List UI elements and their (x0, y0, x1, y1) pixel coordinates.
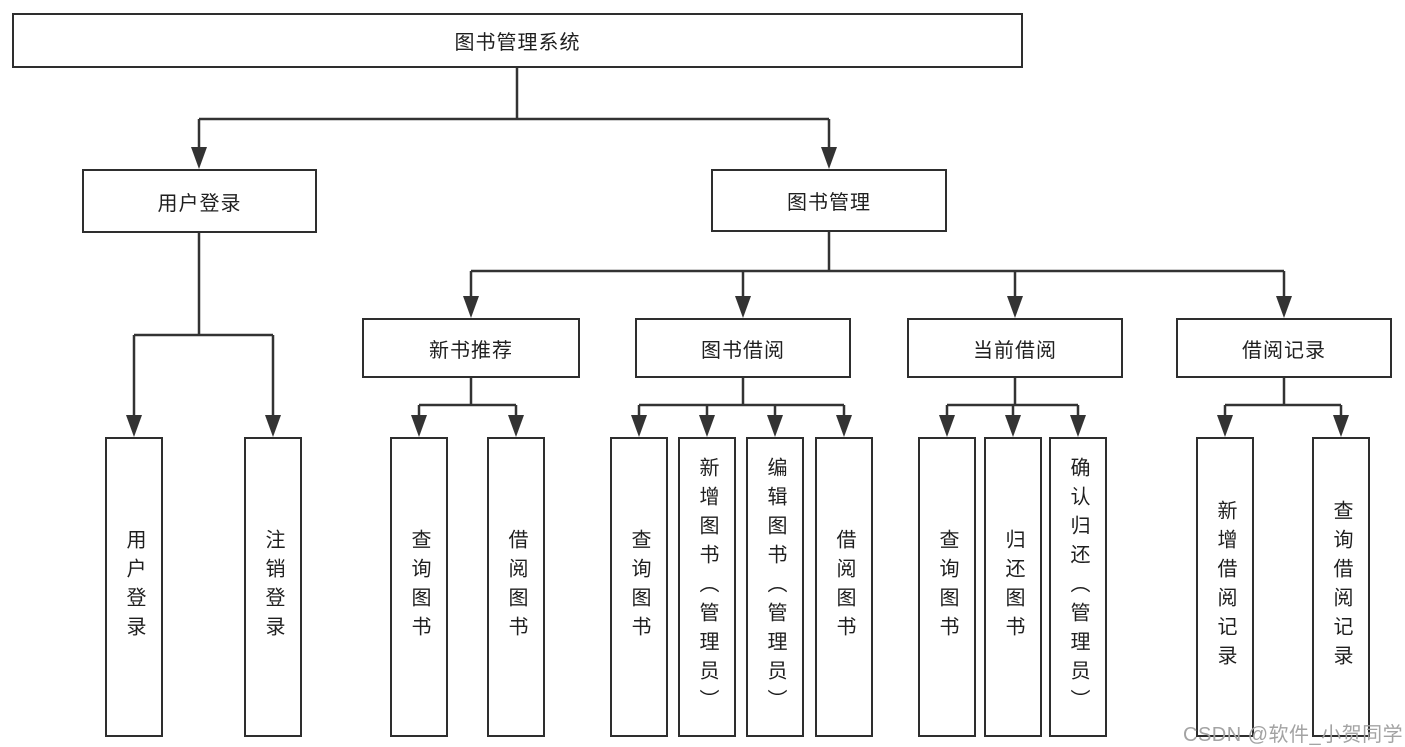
node-user-login: 用户登录 (82, 169, 317, 233)
node-current-borrowing: 当前借阅 (907, 318, 1123, 378)
leaf-add-books-admin: 新增图书（管理员） (678, 437, 736, 737)
leaf-label: 查询借阅记录 (1330, 500, 1352, 674)
arrowhead (767, 415, 783, 437)
leaf-label: 注销登录 (262, 529, 284, 645)
node-book-management: 图书管理 (711, 169, 947, 232)
edge-new-book-rec (417, 378, 518, 416)
leaf-label: 借阅图书 (833, 529, 855, 645)
leaf-query-books: 查询图书 (610, 437, 668, 737)
leaf-label: 确认归还（管理员） (1067, 456, 1089, 718)
node-label: 借阅记录 (1242, 339, 1326, 362)
edge-book-mgmt (469, 232, 1286, 296)
arrowhead (1333, 415, 1349, 437)
arrowhead (699, 415, 715, 437)
leaf-edit-books-admin: 编辑图书（管理员） (746, 437, 804, 737)
leaf-label: 查询图书 (936, 529, 958, 645)
leaf-label: 归还图书 (1002, 529, 1024, 645)
node-label: 图书管理系统 (454, 32, 581, 54)
arrowhead (411, 415, 427, 437)
node-borrow-records: 借阅记录 (1176, 318, 1392, 378)
edge-current-borrow (945, 378, 1080, 416)
leaf-query-books: 查询图书 (390, 437, 448, 737)
node-label: 图书管理 (787, 192, 871, 214)
arrowhead (463, 296, 479, 318)
edge-borrow-record (1223, 378, 1343, 416)
leaf-add-borrow-record: 新增借阅记录 (1196, 437, 1254, 737)
leaf-query-borrow-record: 查询借阅记录 (1312, 437, 1370, 737)
arrowhead (265, 415, 281, 437)
leaf-return-books: 归还图书 (984, 437, 1042, 737)
edge-root (197, 68, 831, 149)
arrowhead (1217, 415, 1233, 437)
leaf-label: 编辑图书（管理员） (764, 456, 786, 718)
leaf-label: 新增借阅记录 (1214, 500, 1236, 674)
csdn-watermark: CSDN @软件_小贺同学 (1183, 724, 1404, 746)
leaf-label: 查询图书 (408, 529, 430, 645)
leaf-confirm-return-admin: 确认归还（管理员） (1049, 437, 1107, 737)
arrowhead (836, 415, 852, 437)
node-label: 新书推荐 (429, 339, 513, 362)
arrowhead (1070, 415, 1086, 437)
leaf-borrow-books: 借阅图书 (815, 437, 873, 737)
arrowhead (821, 147, 837, 169)
leaf-user-login: 用户登录 (105, 437, 163, 737)
edge-user-login (132, 233, 275, 415)
arrowhead (1276, 296, 1292, 318)
node-book-borrowing: 图书借阅 (635, 318, 851, 378)
arrowhead (508, 415, 524, 437)
node-label: 当前借阅 (973, 339, 1057, 362)
arrowhead (631, 415, 647, 437)
leaf-query-books: 查询图书 (918, 437, 976, 737)
arrowhead (191, 147, 207, 169)
leaf-borrow-books: 借阅图书 (487, 437, 545, 737)
leaf-label: 新增图书（管理员） (696, 456, 718, 718)
node-new-book-recommend: 新书推荐 (362, 318, 580, 378)
arrowhead (126, 415, 142, 437)
node-label: 图书借阅 (701, 339, 785, 362)
leaf-label: 用户登录 (123, 529, 145, 645)
node-library-management-system: 图书管理系统 (12, 13, 1023, 68)
arrowhead (1007, 296, 1023, 318)
leaf-label: 查询图书 (628, 529, 650, 645)
arrowhead (735, 296, 751, 318)
arrowhead (1005, 415, 1021, 437)
arrowhead (939, 415, 955, 437)
edge-book-borrow (637, 378, 846, 416)
leaf-logout: 注销登录 (244, 437, 302, 737)
node-label: 用户登录 (157, 192, 242, 215)
leaf-label: 借阅图书 (505, 529, 527, 645)
